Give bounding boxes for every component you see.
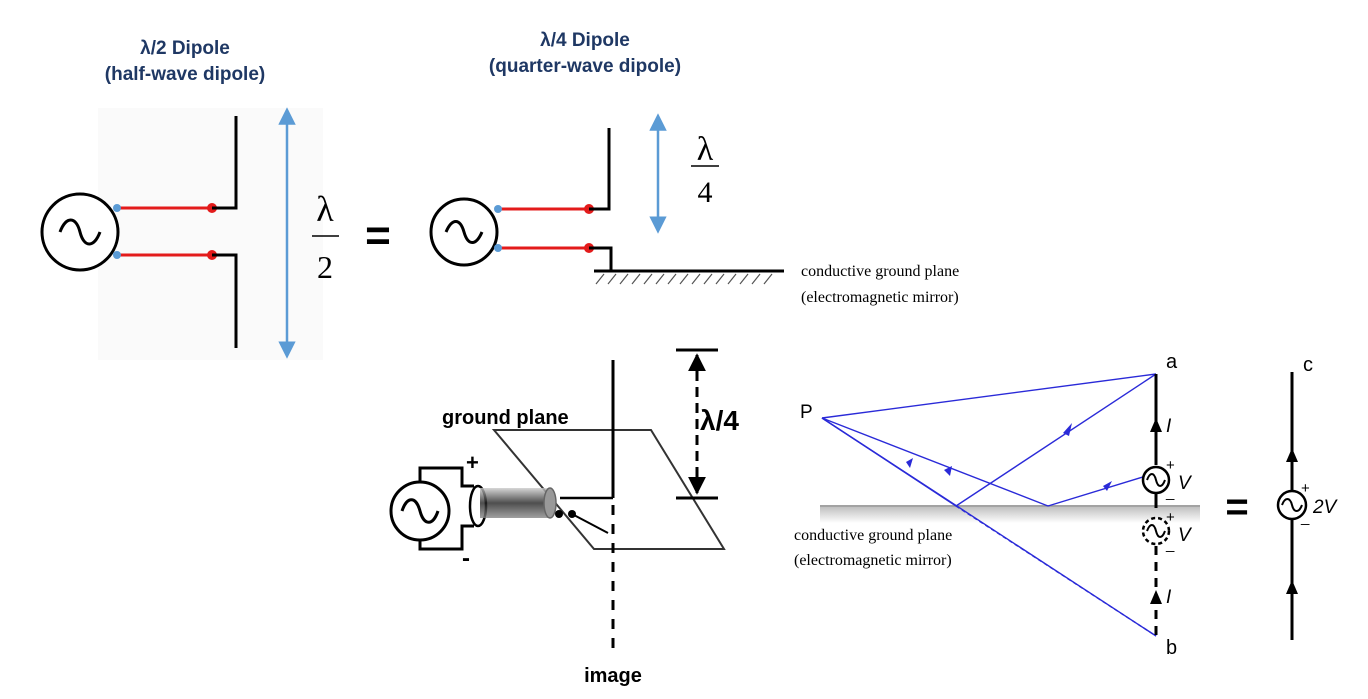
equivalent-source-icon: [1276, 489, 1308, 521]
mirror-caption-line1: conductive ground plane: [794, 527, 952, 544]
top-point-label: a: [1166, 351, 1178, 373]
terminal-dot: [494, 205, 502, 213]
current-label-top: I: [1166, 416, 1172, 437]
plus-label: +: [1166, 457, 1175, 474]
half-wave-title: λ/2 Dipole (half-wave dipole): [60, 36, 310, 88]
ground-plane-caption-line2: (electromagnetic mirror): [801, 289, 959, 306]
ground-plane-caption-line1: conductive ground plane: [801, 263, 959, 280]
ray-arrow: [1063, 423, 1072, 436]
image-label: image: [584, 665, 642, 687]
quarter-wave-title-text: λ/4 Dipole: [540, 30, 630, 51]
current-arrow-up: [1286, 580, 1298, 594]
quarter-wave-dipole: λ 4 conductive ground plane (electromagn…: [429, 113, 959, 306]
half-wave-length-denominator: 2: [317, 249, 333, 285]
quarter-wave-subtitle-text: (quarter-wave dipole): [488, 56, 682, 77]
quarter-wave-length-numerator: λ: [697, 131, 714, 168]
current-arrow-up: [1150, 418, 1162, 432]
half-wave-background: [98, 108, 323, 360]
half-wave-length-numerator: λ: [316, 189, 334, 229]
point-label: P: [800, 402, 813, 423]
half-wave-subtitle-text: (half-wave dipole): [104, 64, 266, 85]
ground-connection: [589, 246, 613, 271]
quarter-wave-title: λ/4 Dipole (quarter-wave dipole): [440, 28, 730, 80]
dipole-arm-top: [212, 116, 238, 210]
rays: [821, 373, 1157, 637]
minus-label: _: [1165, 536, 1175, 553]
monopole-diagram: ground plane image λ/4 + -: [389, 348, 739, 687]
mirror-surface: [820, 505, 1200, 523]
plus-sign: +: [466, 450, 479, 475]
image-theory-diagram: P a I + _ V + _ V I b conductive ground …: [794, 351, 1339, 659]
ray-arrow: [944, 466, 952, 476]
voltage-label-bottom: V: [1178, 525, 1193, 546]
image-source-icon: [1141, 516, 1171, 546]
monopole-arm: [589, 128, 611, 211]
ground-wire: [571, 513, 609, 534]
bottom-point-label: b: [1166, 637, 1177, 659]
ray-arrow: [1103, 481, 1112, 491]
ground-plane-hatch: [595, 273, 773, 285]
terminal-dot: [494, 244, 502, 252]
current-label-bottom: I: [1166, 587, 1172, 608]
quarter-wave-source-icon: [429, 197, 499, 267]
minus-sign: -: [462, 545, 470, 572]
equivalent-voltage-label: 2V: [1312, 497, 1339, 518]
half-wave-dipole: λ 2: [40, 107, 339, 360]
half-wave-source-icon: [40, 192, 120, 272]
minus-label: _: [1165, 484, 1175, 501]
height-label: λ/4: [700, 405, 739, 436]
source-lead-top: [418, 466, 474, 488]
coax-connector: [543, 487, 557, 519]
coax-cable: [480, 488, 550, 518]
source-lead-bottom: [418, 524, 474, 551]
coax-terminal: [555, 510, 563, 518]
terminal-dot: [113, 204, 121, 212]
plus-label: +: [1166, 509, 1175, 526]
ground-plane-shape: [491, 429, 726, 550]
equivalence-sign: =: [1225, 485, 1248, 529]
half-wave-title-text: λ/2 Dipole: [140, 38, 230, 59]
mirror-caption-line2: (electromagnetic mirror): [794, 552, 952, 569]
equals-sign: =: [365, 211, 391, 260]
voltage-label-top: V: [1178, 473, 1193, 494]
current-arrow-up: [1150, 590, 1162, 604]
terminal-dot: [113, 251, 121, 259]
plus-label: +: [1301, 480, 1310, 497]
monopole-source-icon: [389, 480, 451, 542]
ray-paths: [955, 505, 1157, 637]
current-arrow-up: [1286, 448, 1298, 462]
ray-arrow: [906, 458, 913, 468]
equivalent-point-label: c: [1303, 354, 1313, 376]
ground-plane-label: ground plane: [442, 407, 569, 429]
minus-label: _: [1300, 509, 1310, 526]
dipole-arm-bottom: [212, 253, 238, 348]
quarter-wave-length-denominator: 4: [698, 176, 713, 209]
